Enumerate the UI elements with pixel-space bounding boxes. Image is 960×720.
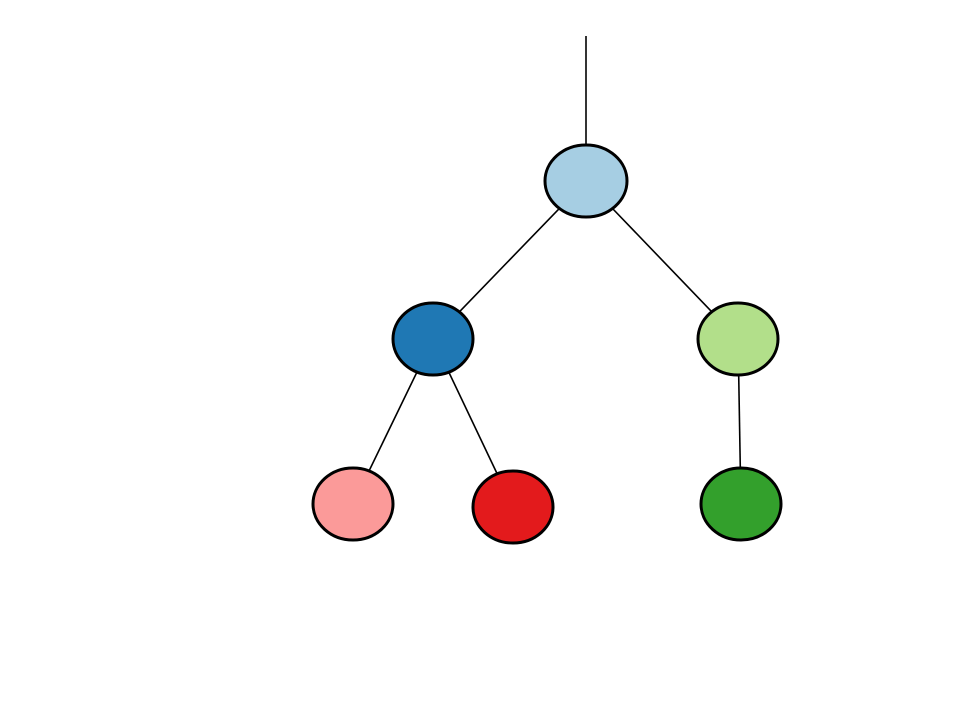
edge-right-child-to-right-leaf — [737, 374, 742, 469]
edge-left-child-to-left-right-leaf — [448, 371, 498, 475]
node-right-child — [696, 301, 780, 377]
node-right-leaf — [699, 466, 783, 542]
node-left-left-leaf — [311, 466, 395, 542]
node-root — [543, 143, 629, 219]
nodes-layer — [311, 143, 783, 545]
node-left-child — [391, 301, 475, 377]
node-left-right-leaf — [471, 469, 555, 545]
edge-root-to-left-child — [458, 207, 560, 313]
edge-root-to-right-child — [611, 207, 713, 313]
edges-layer — [368, 36, 742, 475]
edge-left-child-to-left-left-leaf — [368, 371, 418, 472]
